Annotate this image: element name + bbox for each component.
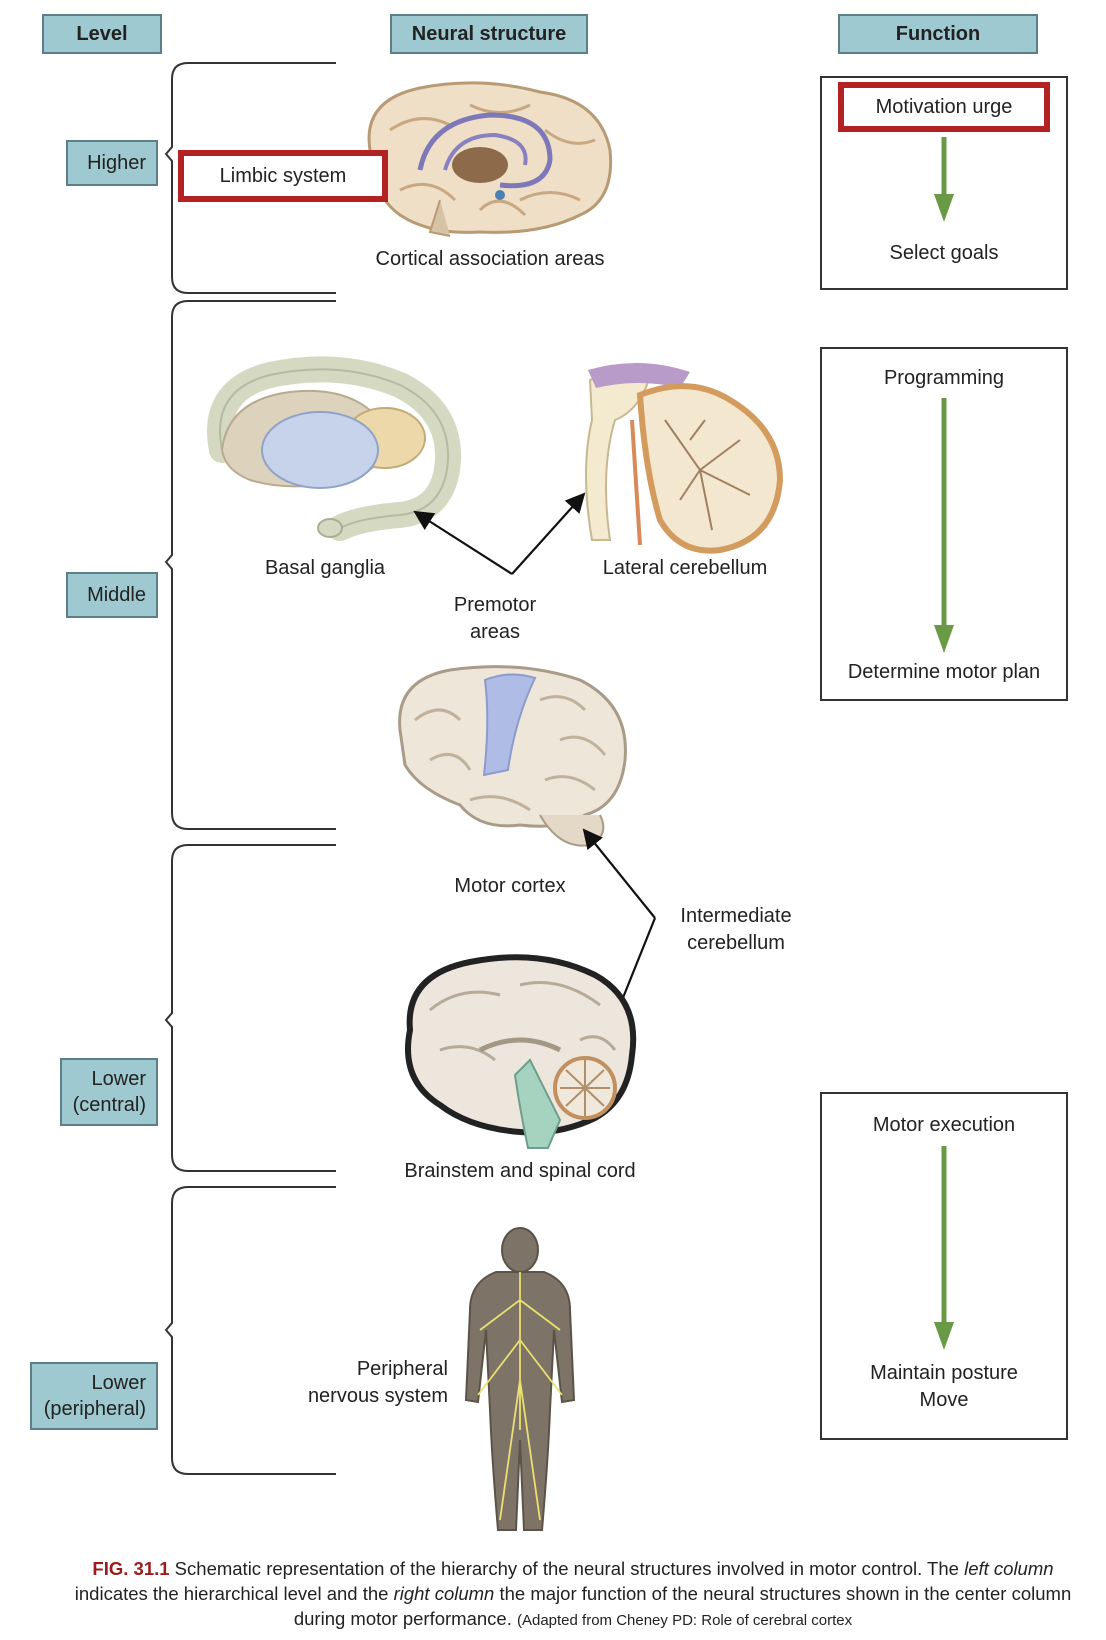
lateral-cerebellum-label: Lateral cerebellum	[602, 557, 768, 579]
level-higher: Higher	[66, 140, 158, 186]
arrow-intermediate-to-motor	[582, 828, 656, 919]
motor-cortex-label: Motor cortex	[454, 875, 566, 897]
level-lower-central: Lower (central)	[60, 1058, 158, 1126]
level-lower-peripheral: Lower (peripheral)	[30, 1362, 158, 1430]
figure-number: FIG. 31.1	[92, 1558, 170, 1579]
programming-label: Programming	[883, 367, 1005, 389]
select-goals-label: Select goals	[889, 242, 999, 264]
intermediate-cerebellum-label: Intermediate cerebellum	[680, 905, 792, 954]
premotor-areas-label: Premotor areas	[453, 594, 537, 643]
level-header: Level	[42, 14, 162, 54]
caption-right-column: right column	[393, 1583, 495, 1604]
human-body-image	[464, 1227, 576, 1531]
peripheral-nervous-system-label: Peripheral nervous system	[307, 1358, 448, 1407]
arrow-premotor-to-basal	[413, 510, 513, 575]
function-header: Function	[838, 14, 1038, 54]
motivation-urge-label: Motivation urge	[838, 82, 1050, 132]
limbic-system-text: Limbic system	[219, 164, 347, 187]
level-brackets	[164, 62, 336, 1475]
basal-ganglia-image	[207, 356, 462, 541]
determine-motor-plan-label: Determine motor plan	[847, 661, 1041, 683]
lateral-cerebellum-image	[585, 362, 784, 554]
bracket-middle	[164, 300, 336, 830]
maintain-posture-move-label: Maintain posture Move	[870, 1362, 1018, 1411]
caption-source: (Adapted from Cheney PD: Role of cerebra…	[516, 1612, 853, 1629]
sagittal-brain-image	[367, 81, 613, 237]
cortical-association-label: Cortical association areas	[375, 248, 605, 270]
caption-text-2: indicates the hierarchical level and the	[74, 1583, 394, 1604]
basal-ganglia-label: Basal ganglia	[264, 557, 386, 579]
motivation-urge-text: Motivation urge	[875, 95, 1013, 118]
motor-execution-label: Motor execution	[872, 1114, 1016, 1136]
bracket-lower-peripheral	[164, 1186, 336, 1475]
figure-caption: FIG. 31.1 Schematic representation of th…	[60, 1556, 1086, 1633]
caption-text-1: Schematic representation of the hierarch…	[169, 1558, 965, 1579]
arrow-premotor-to-lateral-cb	[511, 492, 586, 575]
neural-structure-header: Neural structure	[390, 14, 588, 54]
green-arrow-1	[934, 137, 954, 222]
bracket-higher	[164, 62, 336, 294]
midsagittal-brain-image	[405, 954, 637, 1149]
green-arrow-3	[934, 1146, 954, 1350]
brainstem-label: Brainstem and spinal cord	[404, 1160, 636, 1182]
caption-text-3: the major function of the neural structu…	[293, 1583, 1072, 1629]
caption-left-column: left column	[964, 1558, 1054, 1579]
limbic-system-label: Limbic system	[178, 150, 388, 202]
green-arrow-2	[934, 398, 954, 653]
level-middle: Middle	[66, 572, 158, 618]
bracket-lower-central	[164, 844, 336, 1172]
